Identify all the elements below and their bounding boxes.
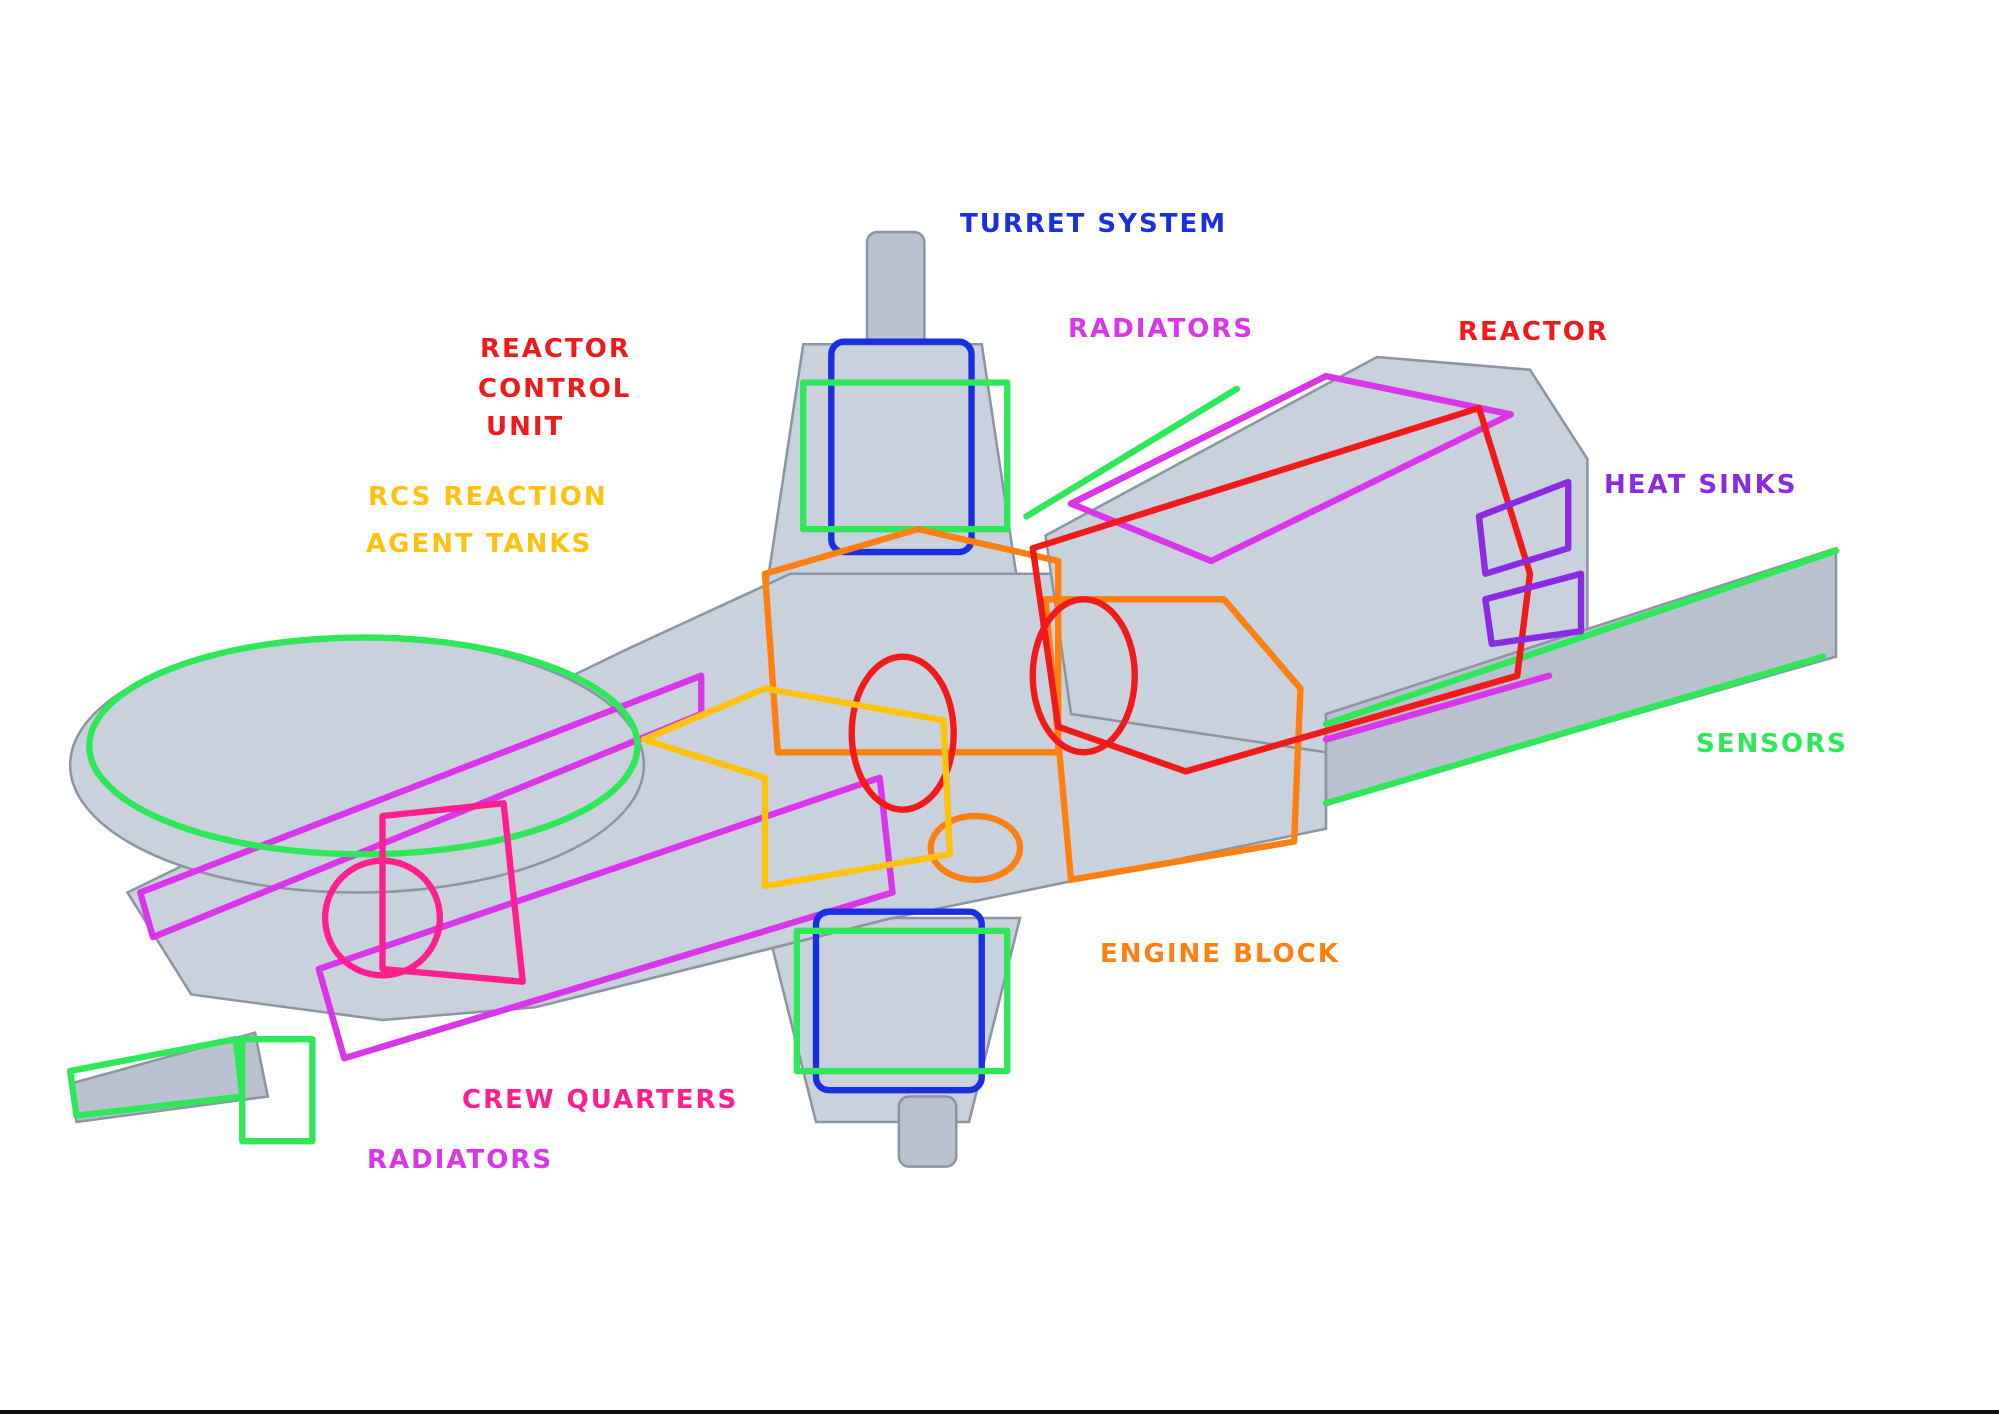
heat-sink-outlines — [1475, 478, 1585, 648]
label-radiators-top: RADIATORS — [1068, 314, 1254, 344]
crew-quarters-outlines — [321, 800, 526, 985]
label-reactor-control-unit-3: UNIT — [486, 412, 564, 442]
label-reactor-control-unit-1: REACTOR — [480, 334, 631, 364]
label-rcs-tanks-1: RCS REACTION — [368, 482, 608, 512]
turret-outlines — [812, 338, 985, 1094]
label-reactor: REACTOR — [1458, 317, 1609, 347]
label-crew-quarters: CREW QUARTERS — [462, 1085, 738, 1115]
engine-outlines — [761, 525, 1304, 883]
sensor-outlines — [66, 379, 1840, 1145]
label-sensors: SENSORS — [1696, 729, 1848, 759]
label-turret-system: TURRET SYSTEM — [960, 209, 1227, 239]
label-heat-sinks: HEAT SINKS — [1604, 470, 1797, 500]
rcs-tank-outlines — [640, 685, 954, 890]
label-rcs-tanks-2: AGENT TANKS — [366, 529, 592, 559]
label-radiators-bottom: RADIATORS — [367, 1145, 553, 1175]
label-reactor-control-unit-2: CONTROL — [478, 374, 631, 404]
label-engine-block: ENGINE BLOCK — [1100, 939, 1340, 969]
reactor-outlines — [848, 404, 1534, 813]
bottom-border — [0, 1410, 1999, 1414]
